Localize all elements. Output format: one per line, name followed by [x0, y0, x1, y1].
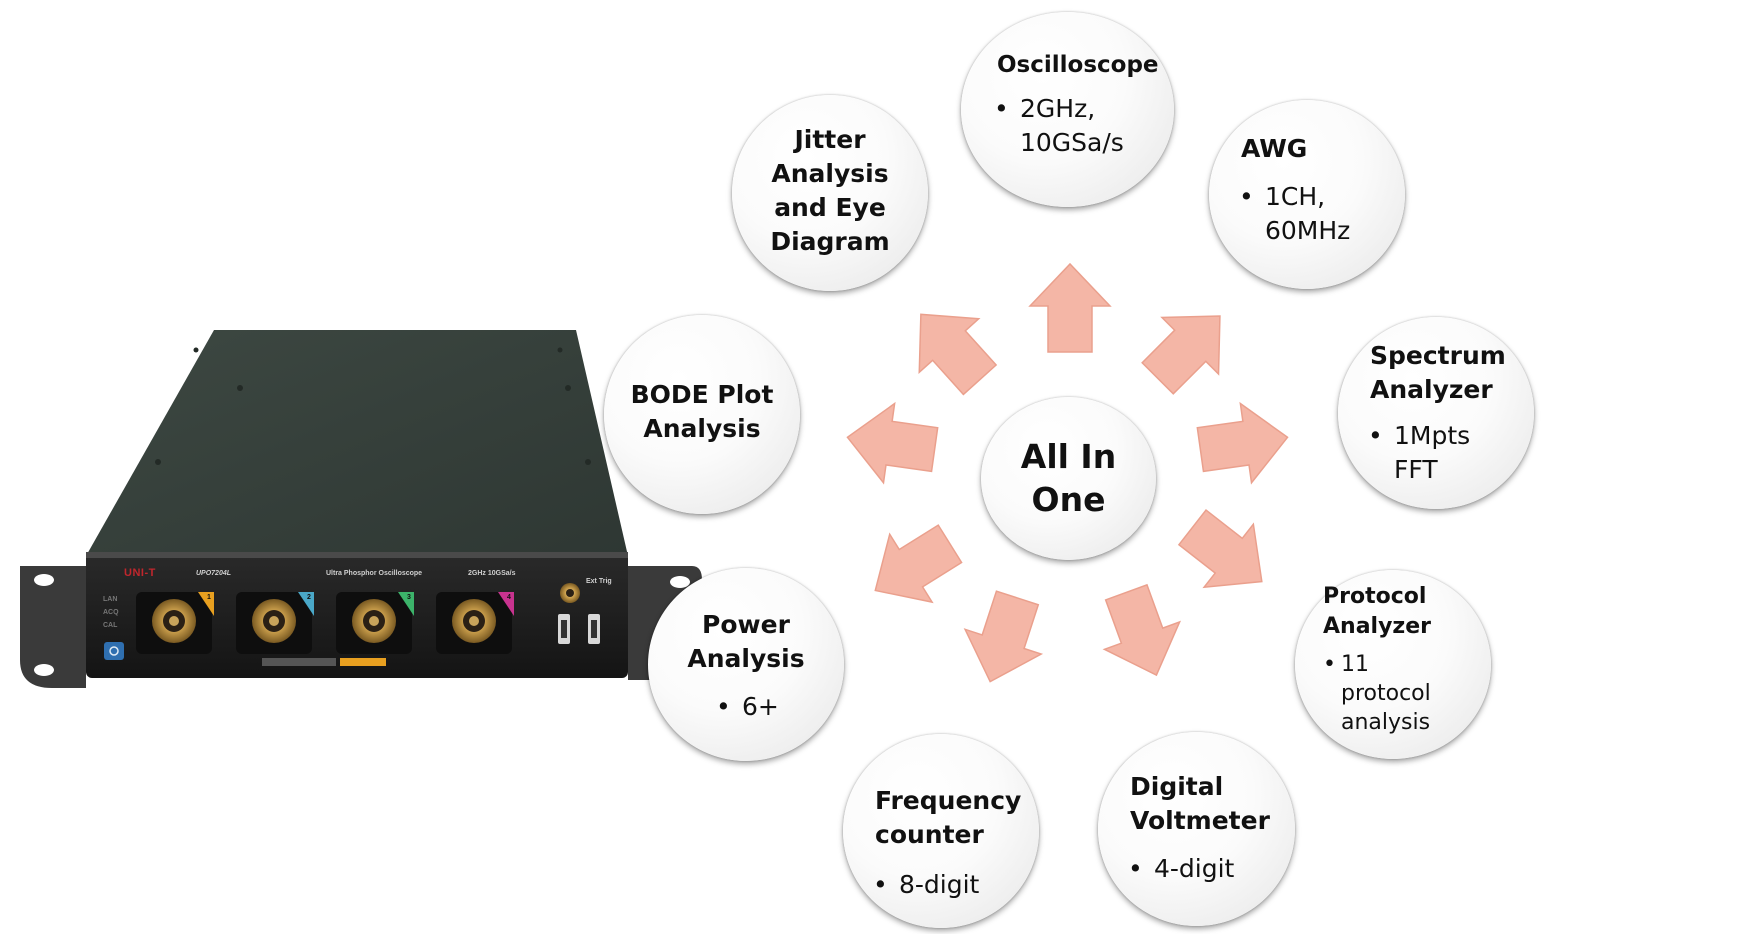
feature-spectrum-analyzer: Spectrum Analyzer •1Mpts FFT: [1338, 317, 1534, 509]
channel-2-label: 2: [307, 594, 311, 601]
feature-bullet-text: 4-digit: [1154, 854, 1235, 883]
feature-title: AWG: [1241, 134, 1308, 163]
device-product-name: Ultra Phosphor Oscilloscope: [326, 570, 423, 577]
arrow-to-spectrum: [1194, 396, 1294, 490]
feature-title: Oscilloscope: [997, 52, 1159, 78]
channel-4-label: 4: [507, 594, 511, 601]
arrow-to-jitter: [890, 286, 1011, 408]
feature-bullet: •1Mpts FFT: [1368, 421, 1471, 484]
feature-title: Power Analysis: [687, 610, 805, 673]
feature-frequency-counter: Frequency counter •8-digit: [843, 734, 1039, 928]
feature-bullet-text: 8-digit: [899, 870, 980, 899]
feature-bullet-text: 1CH, 60MHz: [1265, 182, 1351, 245]
device-model: UPO7204L: [196, 570, 232, 577]
feature-bullet: •2GHz, 10GSa/s: [994, 94, 1124, 157]
device-brand: UNI-T: [124, 567, 156, 579]
feature-protocol-analyzer: Protocol Analyzer •11 protocol analysis: [1295, 570, 1491, 759]
channel-1-label: 1: [207, 594, 211, 601]
feature-title: BODE Plot Analysis: [630, 380, 774, 443]
feature-bullet-text: 2GHz, 10GSa/s: [1020, 94, 1124, 157]
feature-digital-voltmeter: Digital Voltmeter •4-digit: [1098, 732, 1295, 926]
feature-title: Spectrum Analyzer: [1370, 341, 1506, 404]
status-led-acq: ACQ: [103, 609, 119, 616]
feature-title: Frequency counter: [875, 786, 1022, 849]
power-button: [104, 642, 124, 660]
feature-bullet: •1CH, 60MHz: [1239, 182, 1351, 245]
feature-bullet: •4-digit: [1128, 854, 1235, 883]
rack-ear-left: [20, 566, 86, 688]
feature-power-analysis: Power Analysis •6+: [648, 568, 844, 761]
feature-title: Jitter Analysis and Eye Diagram: [770, 125, 890, 256]
feature-bode-plot: BODE Plot Analysis: [604, 315, 800, 514]
feature-bullet-text: 6+: [742, 692, 779, 721]
arrow-to-frequency: [951, 584, 1057, 695]
feature-title: Digital Voltmeter: [1130, 772, 1270, 835]
channel-connectors: [136, 592, 514, 654]
feature-bullet: •8-digit: [873, 870, 980, 899]
ext-trig-label: Ext Trig: [586, 578, 612, 585]
feature-jitter-eye-diagram: Jitter Analysis and Eye Diagram: [732, 95, 928, 291]
arrow-to-dvm: [1087, 577, 1195, 690]
status-led-lan: LAN: [103, 596, 118, 603]
status-led-cal: CAL: [103, 622, 118, 629]
feature-bullet-text: 11 protocol analysis: [1341, 652, 1431, 735]
center-label: All In One: [1020, 437, 1117, 519]
feature-bullet-text: 1Mpts FFT: [1394, 421, 1471, 484]
device-top-cover: [86, 330, 628, 556]
feature-awg: AWG •1CH, 60MHz: [1209, 100, 1405, 289]
feature-oscilloscope: Oscilloscope •2GHz, 10GSa/s: [961, 12, 1174, 207]
arrow-to-bode: [841, 396, 941, 490]
channel-3-label: 3: [407, 594, 411, 601]
arrow-to-awg: [1128, 287, 1249, 408]
arrow-to-power: [853, 509, 972, 626]
device-spec: 2GHz 10GSa/s: [468, 570, 516, 577]
arrow-to-protocol: [1167, 495, 1288, 614]
feature-title: Protocol Analyzer: [1323, 584, 1431, 639]
arrow-to-oscilloscope: [1029, 263, 1111, 353]
feature-bullet: •11 protocol analysis: [1323, 652, 1431, 735]
feature-bullet: •6+: [716, 692, 779, 721]
center-bubble: All In One: [981, 397, 1156, 560]
